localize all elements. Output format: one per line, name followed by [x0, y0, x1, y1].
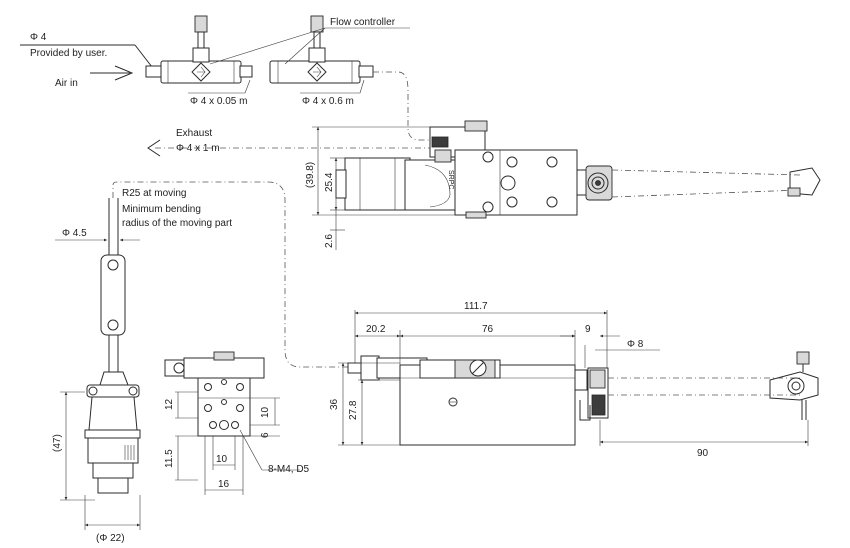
label-tube-1: Φ 4 x 0.05 m — [190, 96, 247, 107]
cable-assembly — [55, 181, 355, 530]
dim-phi8: Φ 8 — [627, 339, 644, 350]
stage-side-view — [338, 310, 819, 446]
dim-11-5: 11.5 — [164, 449, 175, 468]
label-exhaust: Exhaust — [176, 128, 212, 139]
dim-10-horizontal: 10 — [216, 454, 228, 465]
dim-phi22: (Φ 22) — [96, 533, 125, 544]
dim-25-4: 25.4 — [324, 172, 335, 192]
dim-76: 76 — [482, 324, 494, 335]
dim-36: 36 — [329, 398, 340, 410]
label-r25: R25 at moving — [122, 188, 186, 199]
dim-39-8: (39.8) — [305, 162, 316, 188]
label-air-in: Air in — [55, 78, 78, 89]
dim-20-2: 20.2 — [366, 324, 386, 335]
stage-engraving: SRPC — [447, 170, 454, 189]
air-supply-assembly — [20, 15, 432, 141]
dim-10-vertical: 10 — [260, 406, 271, 418]
label-provided-by-user: Provided by user. — [30, 48, 107, 59]
label-phi45: Φ 4.5 — [62, 228, 87, 239]
dim-6: 6 — [260, 432, 271, 438]
label-min-bend-1: Minimum bending — [122, 204, 201, 215]
label-min-bend-2: radius of the moving part — [122, 218, 232, 229]
dim-111-7: 111.7 — [464, 301, 488, 312]
label-phi4-user: Φ 4 — [30, 32, 47, 43]
dim-47: (47) — [52, 434, 63, 452]
stage-top-view: SRPC — [147, 120, 821, 250]
label-flow-controller: Flow controller — [330, 17, 396, 28]
dim-16: 16 — [218, 479, 230, 490]
dim-12: 12 — [164, 398, 175, 410]
label-exhaust-tube: Φ 4 x 1 m — [176, 143, 220, 154]
stage-end-view — [164, 351, 300, 495]
dim-2-6: 2.6 — [324, 234, 335, 248]
dim-90: 90 — [697, 448, 709, 459]
dim-27-8: 27.8 — [348, 400, 359, 420]
label-tube-2: Φ 4 x 0.6 m — [302, 96, 354, 107]
dim-9: 9 — [585, 324, 591, 335]
label-thread: 8-M4, D5 — [268, 464, 310, 475]
